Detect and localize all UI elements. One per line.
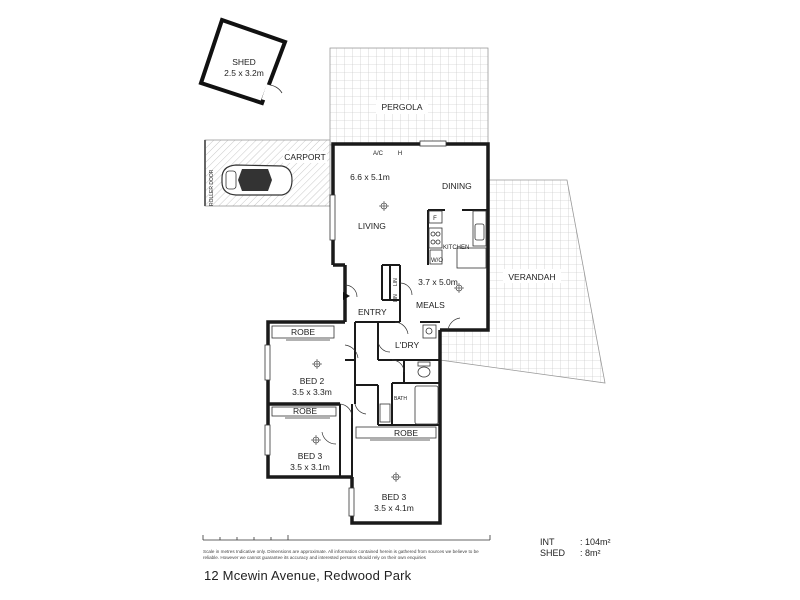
meals-size: 3.7 x 5.0m <box>418 277 458 287</box>
bath-fittings <box>379 324 439 425</box>
linen-label-2: LIN <box>393 294 399 302</box>
fridge-label: F <box>433 216 437 222</box>
door-swings <box>321 282 461 445</box>
pergola-area <box>329 47 489 146</box>
meals-label: MEALS <box>416 300 445 310</box>
bed3b-label: BED 3 <box>382 492 407 502</box>
kitchen-label: KITCHEN <box>443 245 469 251</box>
carport-label: CARPORT <box>284 152 325 162</box>
shed-structure <box>198 17 288 106</box>
verandah-label: VERANDAH <box>508 272 555 282</box>
bed3b-size: 3.5 x 4.1m <box>374 503 414 513</box>
ac-label: A/C <box>373 151 384 157</box>
property-address: 12 Mcewin Avenue, Redwood Park <box>204 568 412 583</box>
dining-label: DINING <box>442 181 472 191</box>
interior-walls <box>339 209 488 477</box>
h-label: H <box>398 151 402 157</box>
bed2-robe-label: ROBE <box>291 327 315 337</box>
wo-label: W/O <box>431 258 443 264</box>
area-row-shed: SHED : 8m² <box>540 548 630 559</box>
area-value: : 104m² <box>580 537 611 547</box>
living-size: 6.6 x 5.1m <box>350 172 390 182</box>
area-value: : 8m² <box>580 548 601 558</box>
kitchen-fittings <box>428 210 487 269</box>
bed2-size: 3.5 x 3.3m <box>292 387 332 397</box>
area-summary: INT : 104m² SHED : 8m² <box>540 537 630 559</box>
roller-door-label: ROLLER DOOR <box>209 169 215 206</box>
bed2-label: BED 2 <box>300 376 325 386</box>
bed3a-label: BED 3 <box>298 451 323 461</box>
living-label: LIVING <box>358 221 386 231</box>
linen-label: LIN <box>393 278 399 286</box>
car-icon <box>221 164 293 196</box>
area-label: INT <box>540 537 555 547</box>
laundry-label: L'DRY <box>395 340 419 350</box>
bath-label: BATH <box>394 396 407 402</box>
robe-rails <box>271 325 437 441</box>
scale-disclaimer: Scale in metres Indicative only. Dimensi… <box>203 549 479 560</box>
windows <box>264 140 447 517</box>
light-fittings <box>311 201 464 482</box>
scale-bar <box>202 535 491 541</box>
area-row-int: INT : 104m² <box>540 537 630 548</box>
bed3a-robe-label: ROBE <box>293 406 317 416</box>
shed-label: SHED <box>232 57 256 67</box>
bed3a-size: 3.5 x 3.1m <box>290 462 330 472</box>
entry-arrow-icon <box>343 292 350 300</box>
area-label: SHED <box>540 548 566 558</box>
shed-size: 2.5 x 3.2m <box>224 68 264 78</box>
pergola-label: PERGOLA <box>381 102 422 112</box>
entry-label: ENTRY <box>358 307 387 317</box>
bed3b-robe-label: ROBE <box>394 428 418 438</box>
